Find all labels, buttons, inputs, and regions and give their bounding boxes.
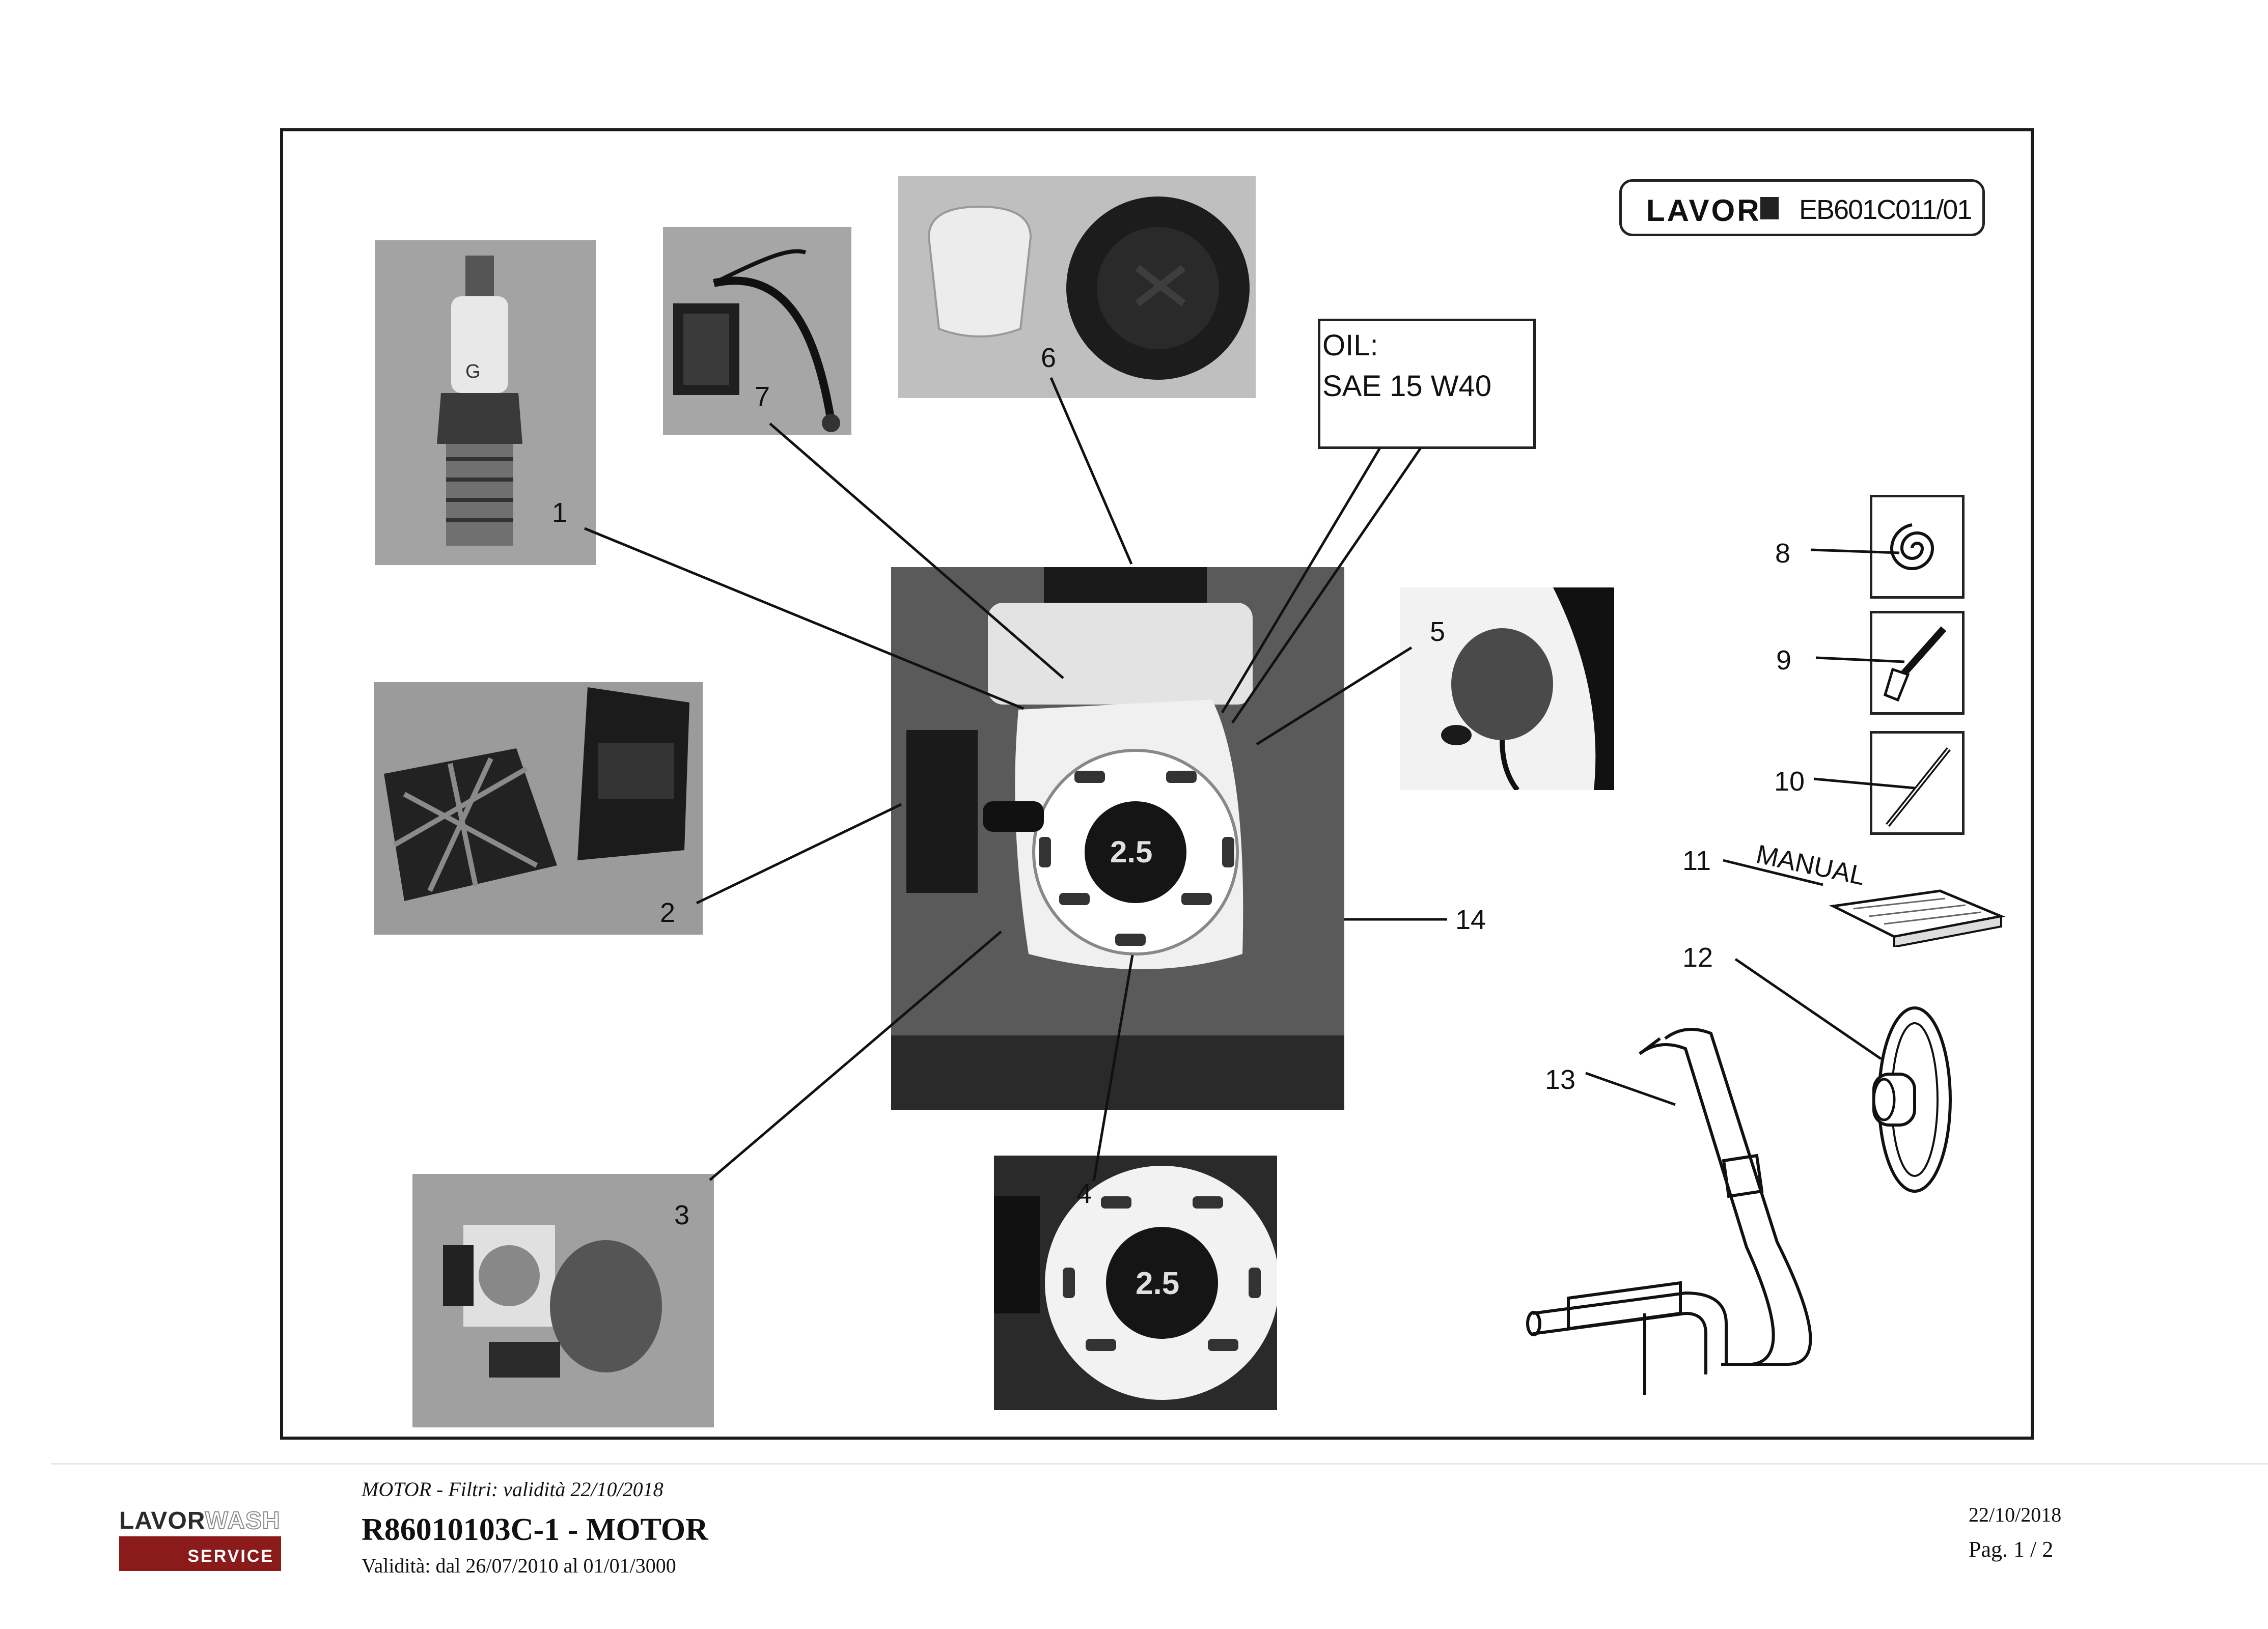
lavorwash-service-logo: LAVORWASH SERVICE bbox=[119, 1507, 281, 1571]
callout-4: 4 bbox=[1076, 1178, 1092, 1209]
brand-logo: LAVOR bbox=[1646, 193, 1761, 228]
brand-logo-badge bbox=[1760, 197, 1779, 219]
spring-part-box bbox=[1870, 495, 1965, 599]
callout-5: 5 bbox=[1430, 616, 1446, 647]
recoil-cover-photo: 2.5 bbox=[994, 1156, 1277, 1410]
callout-7: 7 bbox=[755, 381, 770, 412]
logo-wash-text: WASH bbox=[205, 1507, 281, 1535]
document-code-badge: LAVOR EB601C011/01 bbox=[1619, 179, 1985, 236]
svg-text:2.5: 2.5 bbox=[1136, 1266, 1179, 1301]
footer-subtitle: MOTOR - Filtri: validità 22/10/2018 bbox=[362, 1478, 663, 1501]
spark-plug-wrench-part-box bbox=[1870, 611, 1965, 715]
page-number: Pag. 1 / 2 bbox=[1969, 1537, 2054, 1562]
svg-text:G: G bbox=[465, 361, 481, 382]
footer-title: R86010103C-1 - MOTOR bbox=[362, 1512, 708, 1547]
callout-9: 9 bbox=[1776, 645, 1792, 676]
callout-8: 8 bbox=[1775, 538, 1791, 569]
callout-1: 1 bbox=[552, 497, 568, 528]
ignition-coil-photo bbox=[663, 227, 851, 435]
rod-tool-part-box bbox=[1870, 731, 1965, 835]
engine-switch-photo bbox=[1400, 587, 1614, 790]
document-code: EB601C011/01 bbox=[1799, 194, 1972, 225]
footer-validity: Validità: dal 26/07/2010 al 01/01/3000 bbox=[362, 1554, 676, 1577]
logo-service-text: SERVICE bbox=[187, 1547, 274, 1566]
callout-11: 11 bbox=[1682, 846, 1711, 876]
logo-brand-text: LAVOR bbox=[119, 1507, 205, 1534]
footer-divider bbox=[51, 1463, 2268, 1465]
callout-3: 3 bbox=[674, 1200, 690, 1230]
callout-10: 10 bbox=[1774, 766, 1805, 797]
callout-13: 13 bbox=[1545, 1064, 1576, 1095]
fuel-cap-photo bbox=[898, 176, 1256, 398]
callout-12: 12 bbox=[1682, 942, 1713, 973]
oil-note-box: OIL: SAE 15 W40 bbox=[1318, 319, 1536, 449]
svg-text:2.5: 2.5 bbox=[1110, 835, 1152, 869]
oil-label: OIL: bbox=[1322, 329, 1378, 362]
carburetor-photo bbox=[412, 1174, 714, 1427]
manual-booklet-drawing bbox=[1829, 889, 2006, 947]
spark-plug-photo: G bbox=[375, 240, 596, 565]
callout-2: 2 bbox=[660, 897, 676, 928]
callout-6: 6 bbox=[1041, 343, 1057, 373]
callout-14: 14 bbox=[1455, 905, 1486, 935]
handle-frame-drawing bbox=[1526, 1028, 1812, 1395]
oil-spec: SAE 15 W40 bbox=[1322, 370, 1492, 403]
air-filter-photo bbox=[374, 682, 703, 935]
motor-main-photo: 2.5 bbox=[891, 567, 1344, 1110]
wheel-drawing bbox=[1872, 1006, 1952, 1193]
diagram-frame bbox=[280, 128, 2034, 1440]
footer-date: 22/10/2018 bbox=[1969, 1503, 2062, 1526]
